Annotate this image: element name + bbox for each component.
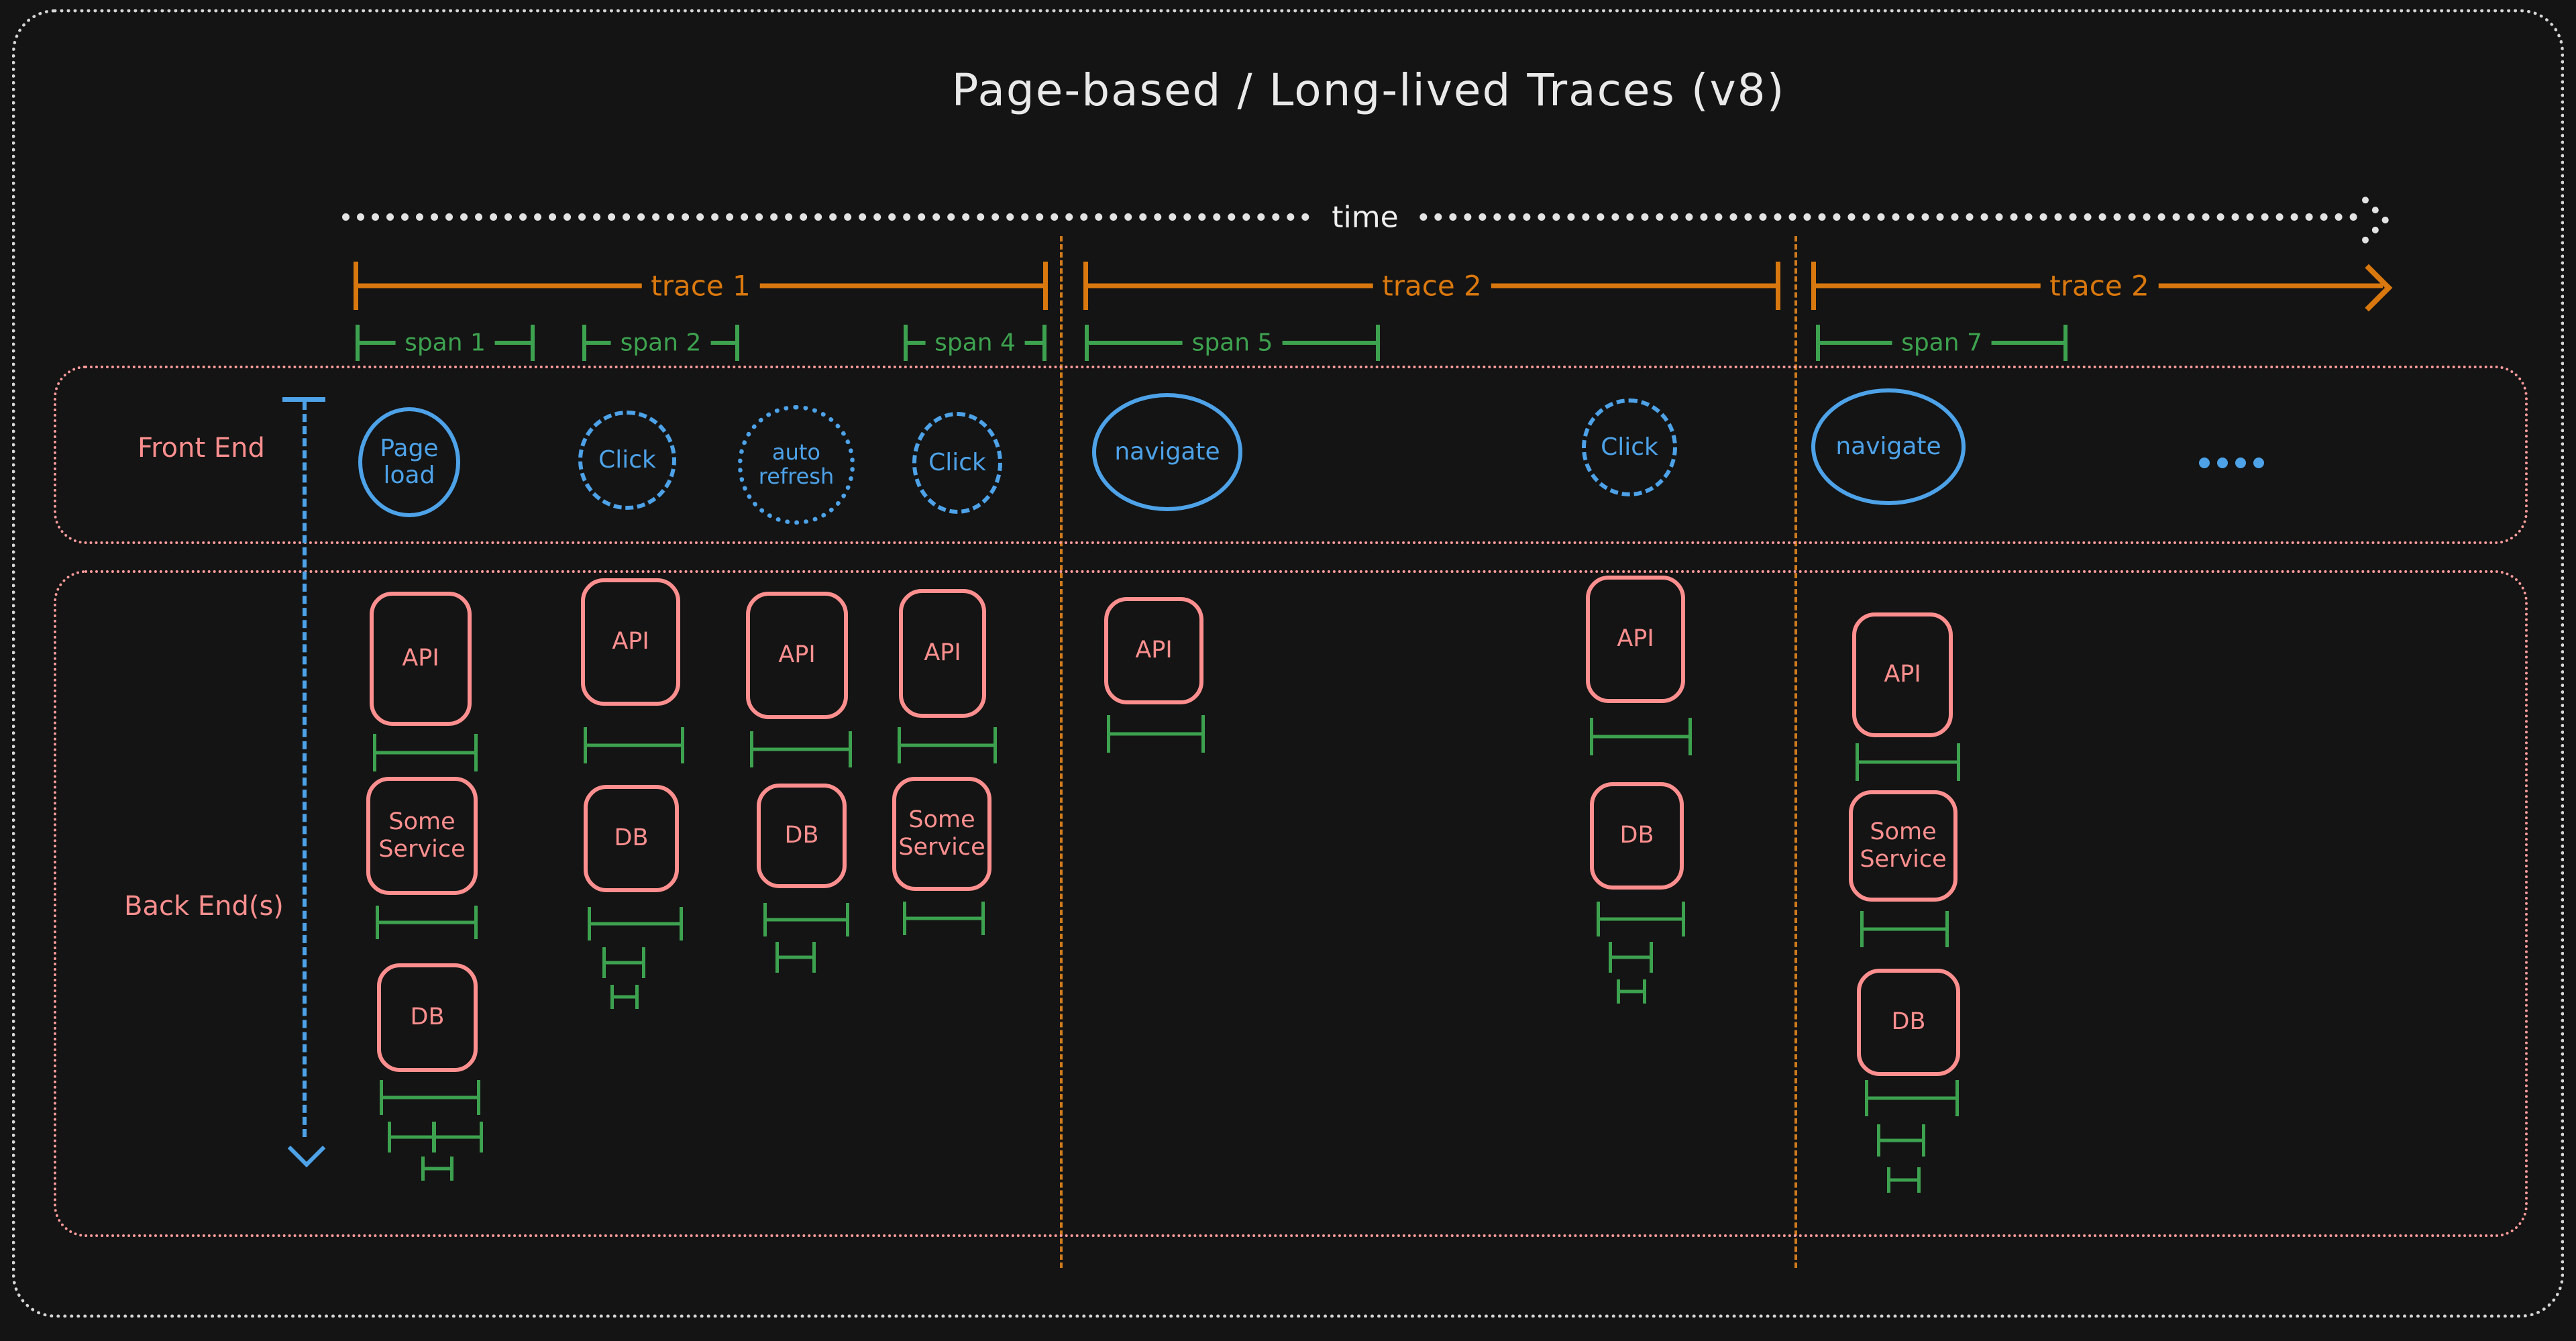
duration-bracket: [1856, 743, 1960, 781]
backend-node-db: DB: [1857, 969, 1960, 1076]
duration-bracket: [388, 1122, 436, 1152]
backend-node-some-service: Some Service: [892, 777, 991, 891]
event-navigate-1: navigate: [1092, 393, 1242, 511]
duration-bracket: [1865, 1080, 1959, 1116]
backend-node-db: DB: [1590, 782, 1684, 890]
frontend-lane: [54, 366, 2528, 544]
diagram-title: Page-based / Long-lived Traces (v8): [951, 64, 1786, 116]
backend-node-api: API: [370, 592, 472, 726]
backend-node-api: API: [746, 592, 848, 719]
backend-node-db: DB: [584, 785, 679, 892]
time-cursor-cap: [282, 397, 325, 402]
trace-separator: [1060, 236, 1063, 1268]
span-7-label: span 7: [1892, 329, 1992, 357]
span-2-bracket: span 2: [582, 325, 739, 361]
duration-bracket: [775, 942, 816, 973]
backend-node-api: API: [581, 578, 680, 706]
trace-1-beam: trace 1: [354, 262, 1048, 310]
event-click-1: Click: [578, 411, 676, 510]
duration-bracket: [421, 1157, 453, 1181]
backend-node-api: API: [1586, 576, 1685, 703]
span-2-label: span 2: [610, 329, 711, 357]
duration-bracket: [602, 947, 645, 978]
trace-separator: [1794, 236, 1797, 1268]
duration-bracket: [432, 1122, 483, 1152]
duration-bracket: [1887, 1167, 1921, 1193]
backend-lane: [54, 570, 2528, 1237]
event-click-2: Click: [912, 412, 1002, 514]
backend-node-api: API: [1104, 597, 1203, 704]
backend-node-some-service: Some Service: [366, 777, 478, 895]
duration-bracket: [588, 907, 683, 941]
duration-bracket: [1617, 979, 1646, 1004]
duration-bracket: [1597, 902, 1685, 936]
duration-bracket: [610, 985, 639, 1009]
backend-node-api: API: [899, 589, 986, 718]
span-5-bracket: span 5: [1085, 325, 1380, 361]
backend-node-some-service: Some Service: [1849, 790, 1957, 902]
event-auto-refresh: auto refresh: [738, 405, 855, 525]
trace-2-label: trace 2: [1373, 269, 1491, 303]
span-4-label: span 4: [925, 329, 1025, 357]
span-4-bracket: span 4: [904, 325, 1046, 361]
span-5-label: span 5: [1182, 329, 1283, 357]
duration-bracket: [1609, 942, 1653, 973]
duration-bracket: [898, 727, 997, 763]
backend-node-db: DB: [377, 963, 478, 1072]
duration-bracket: [1107, 715, 1205, 753]
trace-1-label: trace 1: [641, 269, 760, 303]
event-page-load: Page load: [358, 407, 460, 517]
outer-frame: [12, 9, 2564, 1318]
span-1-label: span 1: [395, 329, 495, 357]
duration-bracket: [373, 734, 478, 771]
span-7-bracket: span 7: [1816, 325, 2068, 361]
trace-3-beam: trace 2: [1811, 262, 2383, 310]
trace-3-label: trace 2: [2040, 269, 2159, 303]
duration-bracket: [380, 1080, 480, 1115]
trace-2-beam: trace 2: [1083, 262, 1780, 310]
backend-lane-label: Back End(s): [124, 891, 284, 922]
backend-node-api: API: [1852, 612, 1953, 737]
duration-bracket: [1590, 718, 1692, 755]
duration-bracket: [376, 906, 478, 939]
backend-node-db: DB: [757, 784, 847, 888]
event-navigate-2: navigate: [1811, 388, 1966, 505]
time-axis-label: time: [1316, 200, 1415, 235]
duration-bracket: [1860, 911, 1949, 947]
event-click-3: Click: [1582, 398, 1677, 496]
frontend-lane-label: Front End: [138, 433, 265, 464]
duration-bracket: [763, 903, 849, 936]
span-1-bracket: span 1: [356, 325, 535, 361]
duration-bracket: [584, 727, 684, 763]
more-events-ellipsis: [2199, 458, 2264, 468]
duration-bracket: [1877, 1124, 1925, 1157]
time-cursor-line: [303, 402, 307, 1137]
duration-bracket: [903, 902, 985, 935]
duration-bracket: [750, 731, 852, 767]
